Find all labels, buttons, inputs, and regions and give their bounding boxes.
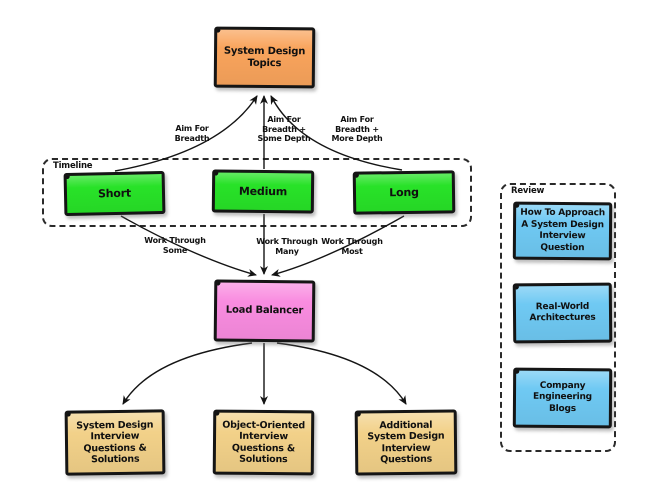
review-group: Review: [500, 183, 616, 452]
node-company-engineering-blogs: Company Engineering Blogs: [512, 367, 613, 429]
arrow-short-to-topics: [114, 95, 258, 172]
arrow-long-to-loadbalancer: [271, 215, 405, 277]
node-long: Long: [352, 170, 456, 215]
node-system-design-interview-questions: System Design Interview Questions & Solu…: [64, 409, 166, 476]
node-real-world-architectures-label: Real-World Architectures: [529, 301, 596, 324]
node-company-engineering-blogs-label: Company Engineering Blogs: [533, 380, 592, 414]
node-medium-label: Medium: [238, 184, 288, 198]
timeline-group-label: Timeline: [53, 161, 93, 171]
node-object-oriented-interview-questions: Object-Oriented Interview Questions & So…: [212, 409, 315, 476]
edge-label-aim-for-breadth-more-depth: Aim For Breadth + More Depth: [331, 115, 383, 143]
node-short: Short: [63, 170, 166, 217]
node-load-balancer: Load Balancer: [213, 279, 316, 343]
node-system-design-topics: System Design Topics: [213, 26, 316, 89]
arrow-long-to-topics: [270, 95, 403, 171]
node-object-oriented-interview-questions-label: Object-Oriented Interview Questions & So…: [222, 419, 306, 466]
node-real-world-architectures: Real-World Architectures: [512, 282, 613, 344]
edge-label-aim-for-breadth: Aim For Breadth: [174, 124, 210, 143]
node-additional-system-design-questions-label: Additional System Design Interview Quest…: [367, 419, 445, 466]
node-how-to-approach: How To Approach A System Design Intervie…: [512, 201, 613, 261]
arrow-loadbalancer-to-additional-questions: [276, 342, 407, 405]
node-load-balancer-label: Load Balancer: [225, 304, 304, 317]
review-group-label: Review: [511, 186, 545, 196]
node-system-design-topics-label: System Design Topics: [223, 45, 306, 69]
node-long-label: Long: [389, 185, 419, 199]
arrow-loadbalancer-to-sd-questions: [122, 342, 253, 405]
edge-label-aim-for-breadth-some-depth: Aim For Breadth + Some Depth: [257, 115, 311, 143]
arrow-short-to-loadbalancer: [120, 215, 257, 277]
timeline-group: Timeline: [42, 158, 472, 227]
node-system-design-interview-questions-label: System Design Interview Questions & Solu…: [76, 419, 154, 466]
edge-label-work-through-some: Work Through Some: [144, 236, 206, 255]
node-medium: Medium: [211, 169, 315, 214]
edge-label-work-through-most: Work Through Most: [321, 237, 383, 256]
node-how-to-approach-label: How To Approach A System Design Intervie…: [520, 207, 606, 253]
node-additional-system-design-questions: Additional System Design Interview Quest…: [354, 409, 458, 476]
node-short-label: Short: [97, 186, 132, 200]
edge-label-work-through-many: Work Through Many: [256, 237, 318, 256]
